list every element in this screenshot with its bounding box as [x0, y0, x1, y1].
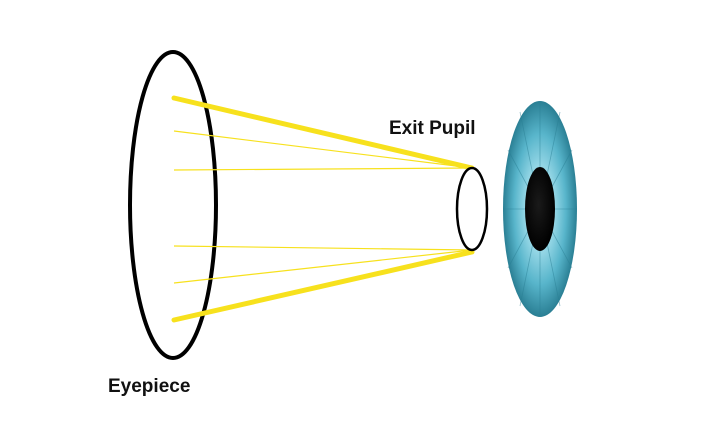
exit-pupil-ring	[455, 166, 489, 252]
ray-thin-3	[173, 245, 473, 251]
eyepiece-lens	[128, 50, 218, 360]
exit-pupil-label: Exit Pupil	[389, 118, 476, 139]
ray-lower-thick	[171, 249, 475, 323]
ray-thin-1	[173, 130, 473, 169]
eye-icon	[503, 101, 577, 317]
ray-upper-thick	[171, 95, 475, 171]
eyepiece-label: Eyepiece	[108, 376, 191, 397]
ray-thin-4	[173, 249, 473, 284]
eye-pupil	[525, 167, 555, 251]
ray-thin-2	[173, 167, 473, 171]
